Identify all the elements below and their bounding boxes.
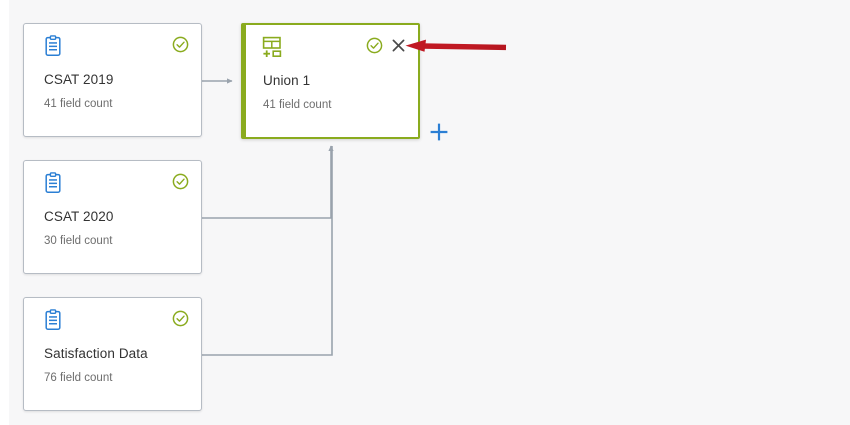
node-csat-2020[interactable]: CSAT 2020 30 field count — [23, 160, 202, 274]
check-circle-icon — [366, 37, 383, 54]
node-header-actions — [172, 36, 189, 53]
clipboard-icon — [43, 35, 63, 57]
close-icon[interactable] — [391, 38, 406, 53]
node-header — [24, 161, 201, 199]
node-satisfaction-data[interactable]: Satisfaction Data 76 field count — [23, 297, 202, 411]
node-field-count: 30 field count — [44, 235, 113, 247]
clipboard-icon — [43, 309, 63, 331]
node-title: CSAT 2019 — [44, 72, 114, 87]
node-field-count: 41 field count — [44, 98, 113, 110]
plus-icon — [430, 123, 448, 141]
node-union-1[interactable]: Union 1 41 field count — [241, 23, 420, 139]
union-table-icon — [262, 36, 282, 58]
node-field-count: 41 field count — [263, 99, 332, 111]
node-header-actions — [172, 173, 189, 190]
node-title: Satisfaction Data — [44, 346, 148, 361]
node-header — [24, 298, 201, 336]
node-csat-2019[interactable]: CSAT 2019 41 field count — [23, 23, 202, 137]
node-title: Union 1 — [263, 73, 311, 88]
clipboard-icon — [43, 172, 63, 194]
node-header — [246, 25, 418, 63]
node-header — [24, 24, 201, 62]
node-title: CSAT 2020 — [44, 209, 114, 224]
node-header-actions — [172, 310, 189, 327]
node-header-actions — [366, 37, 406, 54]
check-circle-icon — [172, 310, 189, 327]
check-circle-icon — [172, 173, 189, 190]
add-step-button[interactable] — [429, 122, 449, 142]
node-field-count: 76 field count — [44, 372, 113, 384]
check-circle-icon — [172, 36, 189, 53]
